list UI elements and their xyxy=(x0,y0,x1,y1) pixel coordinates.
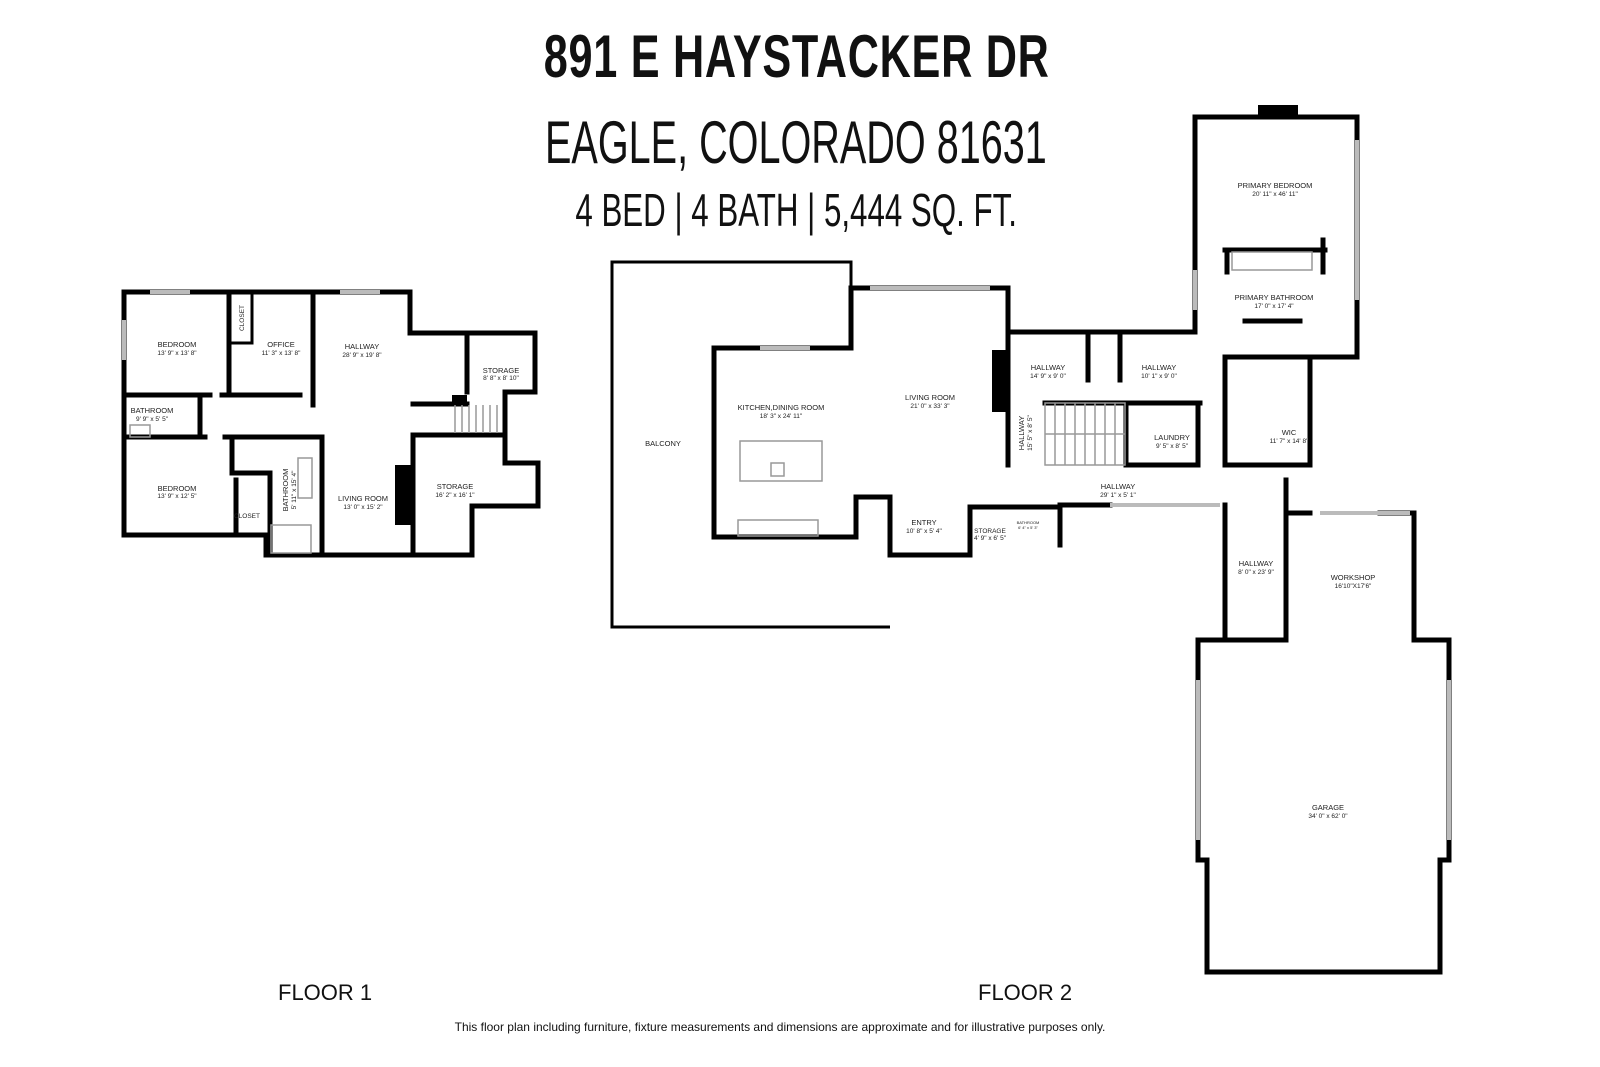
svg-text:18' 3" x 24' 11": 18' 3" x 24' 11" xyxy=(760,413,803,420)
svg-text:8' 0" x 23' 9": 8' 0" x 23' 9" xyxy=(1238,569,1274,576)
svg-text:HALLWAY: HALLWAY xyxy=(1239,559,1273,568)
svg-text:15' 5" x 8' 5": 15' 5" x 8' 5" xyxy=(1027,414,1034,450)
floor2-walls xyxy=(610,105,1452,975)
svg-text:WORKSHOP: WORKSHOP xyxy=(1331,573,1376,582)
svg-text:14' 9" x 9' 0": 14' 9" x 9' 0" xyxy=(1030,373,1066,380)
svg-text:10' 1" x 9' 0": 10' 1" x 9' 0" xyxy=(1141,373,1177,380)
svg-text:OFFICE: OFFICE xyxy=(267,340,295,349)
svg-text:STORAGE: STORAGE xyxy=(974,528,1006,535)
svg-text:HALLWAY: HALLWAY xyxy=(345,342,379,351)
svg-text:BEDROOM: BEDROOM xyxy=(158,484,197,493)
svg-text:LAUNDRY: LAUNDRY xyxy=(1154,433,1190,442)
svg-text:16' 2" x 16' 1": 16' 2" x 16' 1" xyxy=(435,492,475,499)
svg-text:PRIMARY BATHROOM: PRIMARY BATHROOM xyxy=(1235,293,1314,302)
floor1-walls xyxy=(121,289,541,558)
svg-text:BEDROOM: BEDROOM xyxy=(158,340,197,349)
svg-text:GARAGE: GARAGE xyxy=(1312,803,1344,812)
svg-text:BATHROOM: BATHROOM xyxy=(281,469,290,512)
svg-text:11' 3" x 13' 8": 11' 3" x 13' 8" xyxy=(262,350,301,357)
svg-text:BATHROOM: BATHROOM xyxy=(131,406,174,415)
svg-text:21' 0" x 33' 3": 21' 0" x 33' 3" xyxy=(910,403,950,410)
svg-text:BALCONY: BALCONY xyxy=(645,439,681,448)
svg-text:13' 9" x 13' 8": 13' 9" x 13' 8" xyxy=(157,350,197,357)
svg-text:9' 9" x 5' 5": 9' 9" x 5' 5" xyxy=(136,416,169,423)
svg-text:29' 1" x 5' 1": 29' 1" x 5' 1" xyxy=(1100,492,1136,499)
svg-text:11' 7" x 14' 8": 11' 7" x 14' 8" xyxy=(1270,438,1309,445)
disclaimer: This floor plan including furniture, fix… xyxy=(454,1020,1106,1034)
svg-text:STORAGE: STORAGE xyxy=(437,482,474,491)
svg-text:28' 9" x 19' 8": 28' 9" x 19' 8" xyxy=(342,352,382,359)
svg-text:9' 5" x 8' 5": 9' 5" x 8' 5" xyxy=(1156,443,1189,450)
svg-text:13' 0" x 15' 2": 13' 0" x 15' 2" xyxy=(343,504,383,511)
svg-text:4' 9" x 6' 5": 4' 9" x 6' 5" xyxy=(974,535,1007,542)
svg-text:ENTRY: ENTRY xyxy=(911,518,936,527)
svg-text:34' 0" x 62' 0": 34' 0" x 62' 0" xyxy=(1308,813,1348,820)
property-summary: 4 BED | 4 BATH | 5,444 SQ. FT. xyxy=(575,184,1017,236)
svg-text:LIVING ROOM: LIVING ROOM xyxy=(905,393,955,402)
svg-text:13' 9" x 12' 5": 13' 9" x 12' 5" xyxy=(157,493,197,500)
floor2-label: FLOOR 2 xyxy=(978,980,1073,1005)
svg-text:KITCHEN,DINING ROOM: KITCHEN,DINING ROOM xyxy=(738,403,825,412)
svg-text:6' 4" x 5' 3": 6' 4" x 5' 3" xyxy=(1018,525,1038,530)
svg-text:8' 8" x 8' 10": 8' 8" x 8' 10" xyxy=(483,375,519,382)
svg-text:HALLWAY: HALLWAY xyxy=(1142,363,1176,372)
property-address: 891 E HAYSTACKER DR xyxy=(543,23,1050,90)
svg-text:17' 0" x 17' 4": 17' 0" x 17' 4" xyxy=(1254,303,1294,310)
svg-text:HALLWAY: HALLWAY xyxy=(1031,363,1065,372)
svg-text:16'10"X17'6": 16'10"X17'6" xyxy=(1335,583,1372,590)
svg-text:LIVING ROOM: LIVING ROOM xyxy=(338,494,388,503)
svg-text:WIC: WIC xyxy=(1282,428,1297,437)
svg-text:HALLWAY: HALLWAY xyxy=(1017,416,1026,450)
svg-text:HALLWAY: HALLWAY xyxy=(1101,482,1135,491)
svg-text:5' 11" x 15' 4": 5' 11" x 15' 4" xyxy=(291,470,298,509)
svg-text:BATHROOM: BATHROOM xyxy=(1017,520,1040,525)
svg-text:CLOSET: CLOSET xyxy=(234,513,260,520)
svg-text:10' 8" x 5' 4": 10' 8" x 5' 4" xyxy=(906,528,942,535)
property-city: EAGLE, COLORADO 81631 xyxy=(545,109,1047,176)
svg-text:CLOSET: CLOSET xyxy=(239,305,246,331)
svg-text:PRIMARY BEDROOM: PRIMARY BEDROOM xyxy=(1238,181,1313,190)
svg-text:20' 11" x 46' 11": 20' 11" x 46' 11" xyxy=(1252,191,1298,198)
svg-text:STORAGE: STORAGE xyxy=(483,366,520,375)
floor1-label: FLOOR 1 xyxy=(278,980,373,1005)
